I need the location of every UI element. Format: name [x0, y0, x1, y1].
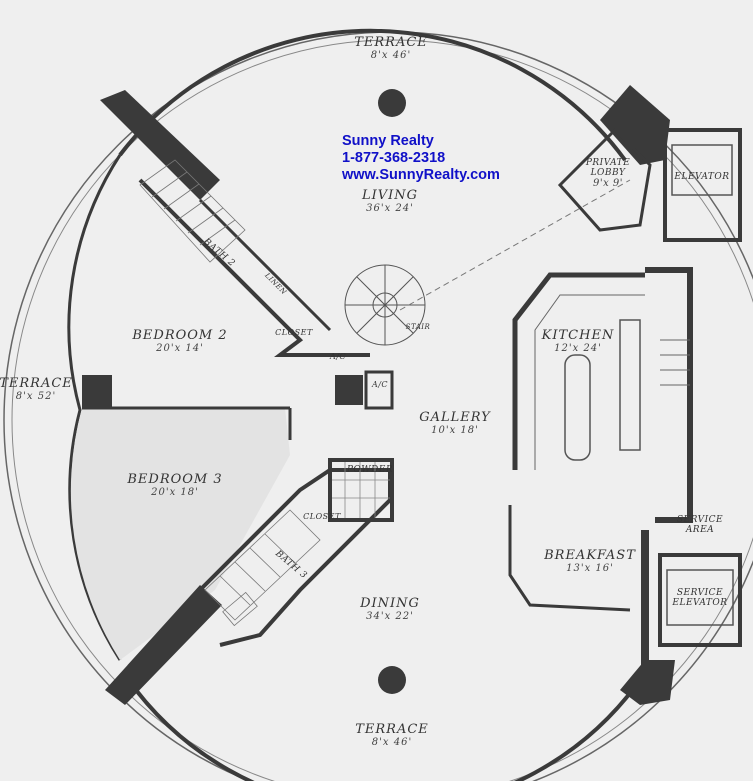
living-dashed-line — [399, 179, 631, 311]
room-dim: 36'x 24' — [366, 203, 414, 214]
bath2-inner-wall — [198, 198, 332, 332]
service-elevator-shaft — [658, 553, 742, 647]
room-name: GALLERY — [419, 410, 491, 425]
breakfast-counter — [508, 505, 631, 612]
service-stair — [660, 339, 690, 386]
room-dim: 12'x 24' — [554, 343, 602, 354]
powder-label: POWDER — [346, 465, 394, 475]
realty-name: Sunny Realty — [342, 133, 434, 149]
room-name: BEDROOM 3 — [127, 472, 223, 487]
room-dim: 8'x 52' — [15, 391, 57, 402]
service-area-label: SERVICE AREA — [676, 515, 724, 535]
wall-blade-ne — [600, 85, 670, 165]
bath2-tile — [139, 159, 246, 263]
wall-blade-nw — [100, 90, 220, 200]
wall-blade-sw — [105, 585, 222, 705]
kitchen-counter-wall — [512, 272, 645, 470]
bedroom-curved-wall — [67, 154, 122, 661]
room-name: BEDROOM 2 — [132, 328, 228, 343]
service-stair-wall — [645, 267, 693, 523]
elevator-shaft — [663, 128, 742, 242]
room-name: LIVING — [361, 188, 419, 203]
closet-label: CLOSET — [275, 328, 313, 337]
powder-room-wall — [328, 458, 394, 522]
room-dim: 10'x 18' — [431, 425, 479, 436]
room-name: DINING — [360, 596, 420, 611]
elevator-label: ELEVATOR — [674, 172, 730, 182]
room-dim: 13'x 16' — [566, 563, 614, 574]
realty-phone[interactable]: 1-877-368-2318 — [342, 150, 446, 166]
kitchen-pantry — [619, 319, 641, 451]
service-elevator-car — [666, 569, 734, 626]
powder-tile — [332, 462, 390, 518]
column-bottom — [378, 666, 406, 694]
dining-curved-wall — [123, 673, 642, 781]
ac-label-1: A/C — [329, 352, 347, 361]
column-top — [378, 89, 406, 117]
room-dim: 9'x 9' — [592, 178, 624, 189]
service-elevator-label: SERVICE ELEVATOR — [672, 588, 728, 608]
room-name: TERRACE — [354, 35, 428, 50]
room-dim: 34'x 22' — [366, 611, 414, 622]
realty-website[interactable]: www.SunnyRealty.com — [342, 167, 500, 183]
terrace-railing — [11, 39, 753, 781]
ac-label-2: A/C — [371, 380, 389, 389]
elevator-car — [671, 144, 733, 196]
room-name: BREAKFAST — [544, 548, 636, 563]
column-center — [335, 375, 363, 405]
room-name: KITCHEN — [541, 328, 615, 343]
room-dim: 20'x 14' — [156, 343, 204, 354]
bath2-closet-wall — [138, 178, 370, 357]
ac-closet-2 — [364, 370, 394, 410]
room-name: TERRACE — [0, 376, 73, 391]
room-name: TERRACE — [355, 722, 429, 737]
room-dim: 20'x 18' — [151, 487, 199, 498]
living-curved-wall — [118, 28, 627, 162]
closet2-label: CLOSET — [303, 512, 341, 521]
kitchen-counter-edge — [534, 294, 645, 470]
spiral-stair — [344, 264, 426, 346]
bedroom3-floor — [70, 408, 290, 660]
kitchen-island — [564, 354, 591, 461]
room-dim: 8'x 46' — [370, 50, 412, 61]
room-name: PRIVATE LOBBY — [585, 158, 631, 178]
stair-label: STAIR — [405, 323, 431, 331]
private-lobby-wall — [557, 127, 652, 232]
bath3-tile — [204, 509, 321, 627]
column-left — [82, 375, 112, 408]
room-dim: 8'x 46' — [371, 737, 413, 748]
realty-contact: Sunny Realty 1-877-368-2318 www.SunnyRea… — [342, 133, 500, 184]
